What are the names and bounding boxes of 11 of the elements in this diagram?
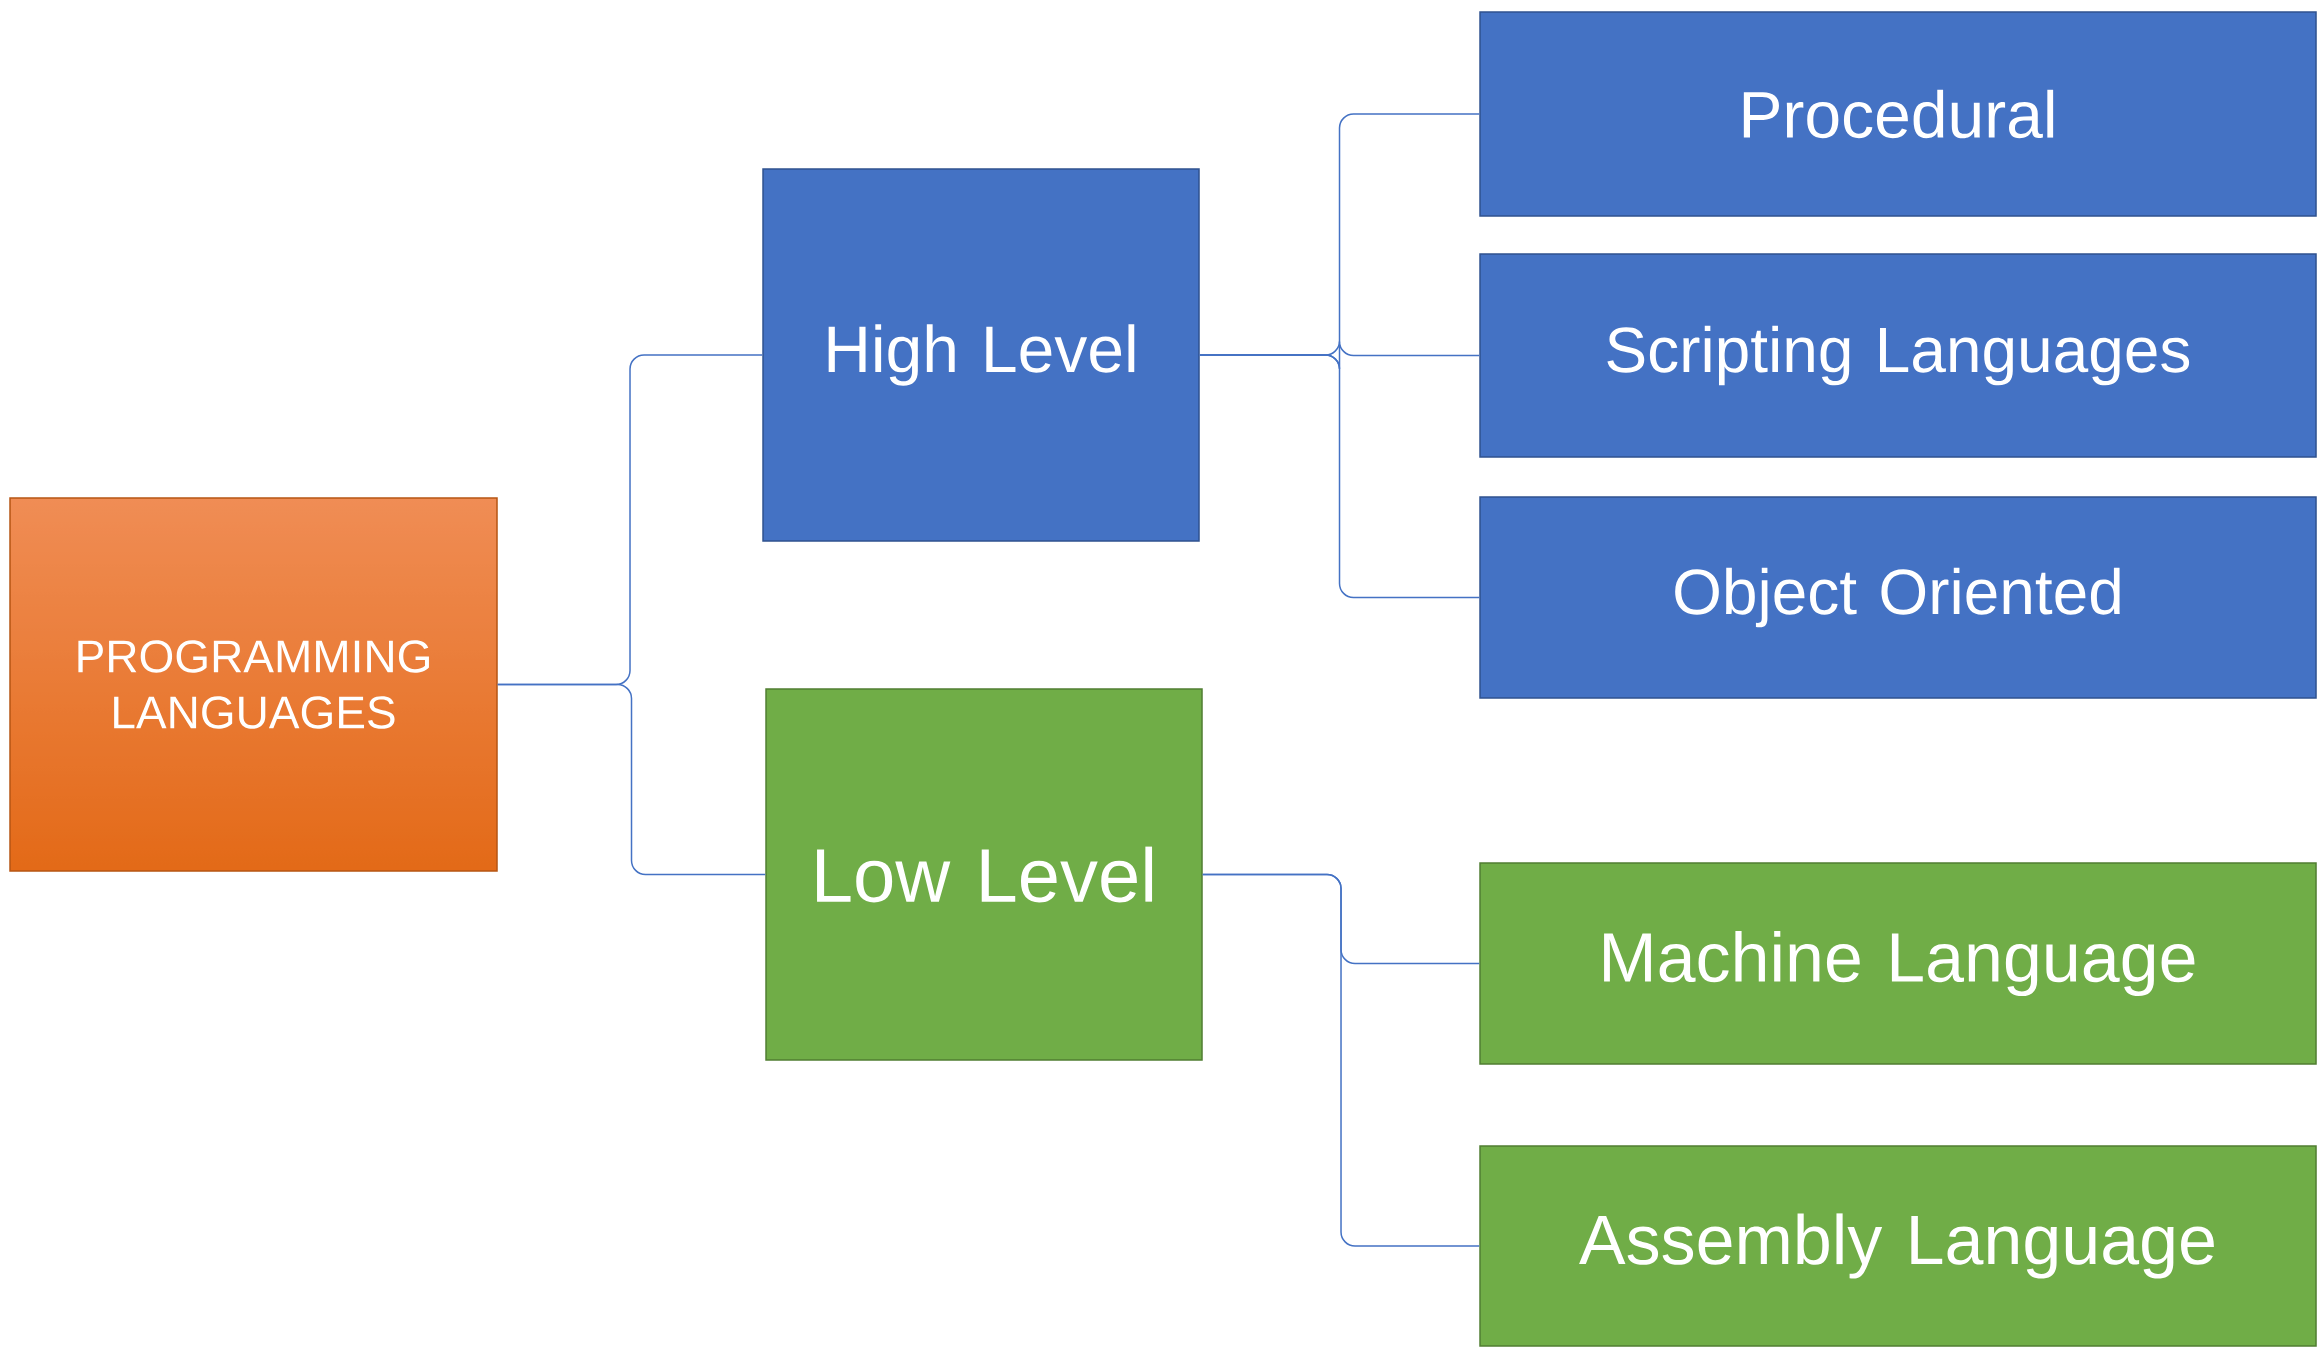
connector-line [1199,354,1480,599]
category-box: High Level [762,168,1200,542]
category-box: Object Oriented [1479,496,2317,699]
connector-line [1202,873,1480,1247]
category-box: Procedural [1479,11,2317,217]
root-box: PROGRAMMING LANGUAGES [9,497,498,872]
category-box: Machine Language [1479,862,2317,1065]
category-box: Assembly Language [1479,1145,2317,1347]
category-box: Low Level [765,688,1203,1061]
category-box: Scripting Languages [1479,253,2317,458]
connector-line [497,683,766,876]
